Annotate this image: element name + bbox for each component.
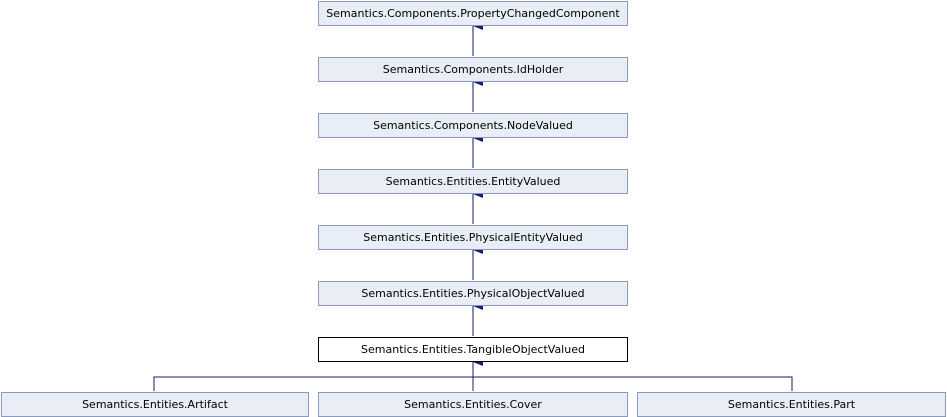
node-artifact[interactable]: Semantics.Entities.Artifact — [1, 392, 309, 417]
node-part[interactable]: Semantics.Entities.Part — [637, 392, 946, 417]
node-physical-entity-valued[interactable]: Semantics.Entities.PhysicalEntityValued — [318, 225, 628, 250]
node-entity-valued[interactable]: Semantics.Entities.EntityValued — [318, 169, 628, 194]
node-cover[interactable]: Semantics.Entities.Cover — [318, 392, 628, 417]
node-id-holder[interactable]: Semantics.Components.IdHolder — [318, 57, 628, 82]
node-physical-object-valued[interactable]: Semantics.Entities.PhysicalObjectValued — [318, 281, 628, 306]
node-tangible-object-valued: Semantics.Entities.TangibleObjectValued — [318, 337, 628, 362]
node-property-changed-component[interactable]: Semantics.Components.PropertyChangedComp… — [318, 1, 628, 26]
node-node-valued[interactable]: Semantics.Components.NodeValued — [318, 113, 628, 138]
